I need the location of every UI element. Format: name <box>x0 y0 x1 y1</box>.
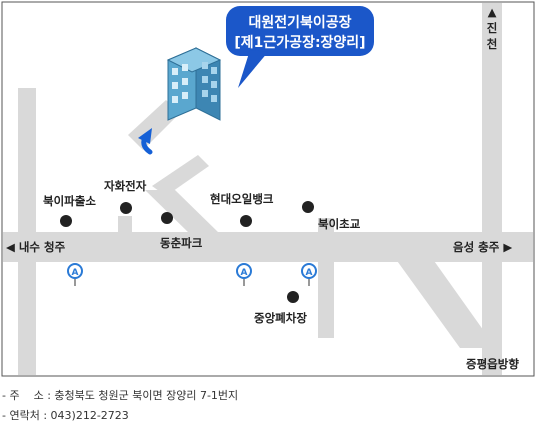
callout-tail <box>238 50 268 88</box>
direction-top-char2: 천 <box>487 37 498 51</box>
contact-info: - 주 소 : 충청북도 청원군 북이면 장양리 7-1번지 - 연락처 : 0… <box>2 386 238 426</box>
company-callout: 대원전기북이공장 [제1근가공장:장양리] <box>226 6 374 88</box>
label-jungang: 중앙폐차장 <box>254 311 307 325</box>
marker-hyundai-oil <box>240 215 252 227</box>
contact-row: - 연락처 : 043)212-2723 <box>2 409 129 422</box>
label-buki-school: 북이초교 <box>318 217 361 231</box>
company-name-line1: 대원전기북이공장 <box>248 14 351 31</box>
jahwa-road <box>118 216 132 234</box>
direction-bottom-right: 증평읍방향 <box>466 357 519 371</box>
location-map: 대원전기북이공장 [제1근가공장:장양리] 북이파출소 자화전자 동춘파 <box>1 1 535 377</box>
left-road <box>18 88 36 375</box>
landmark-markers <box>60 201 314 303</box>
label-hyundai-oil: 현대오일뱅크 <box>210 192 274 206</box>
main-road <box>3 232 533 262</box>
address-row: - 주 소 : 충청북도 청원군 북이면 장양리 7-1번지 <box>2 389 239 402</box>
marker-buki-school <box>302 201 314 213</box>
callout-bubble <box>226 6 374 56</box>
address-label: - 주 소 <box>2 389 44 402</box>
label-dongchun: 동춘파크 <box>160 236 203 250</box>
company-name-line2: [제1근가공장:장양리] <box>234 34 365 51</box>
marker-bukipachulso <box>60 215 72 227</box>
svg-text:A: A <box>306 268 313 278</box>
marker-jungang <box>287 291 299 303</box>
direction-top-char1: 진 <box>487 21 498 35</box>
bukischool-road <box>318 218 334 338</box>
label-jahwa: 자화전자 <box>104 179 147 193</box>
address-value: 충청북도 청원군 북이면 장양리 7-1번지 <box>54 389 239 402</box>
label-bukipachulso: 북이파출소 <box>43 194 96 208</box>
bus-stop-icon: A <box>301 263 317 286</box>
direction-left: ◀ 내수 청주 <box>6 240 66 254</box>
route-arrow-icon <box>138 128 153 155</box>
svg-text:A: A <box>72 268 79 278</box>
bus-stop-icon: A <box>67 263 83 286</box>
branch-road <box>152 155 209 196</box>
roads <box>3 3 533 375</box>
bus-stop-icon: A <box>236 263 252 286</box>
contact-label: - 연락처 <box>2 409 40 422</box>
building-icon <box>166 47 222 121</box>
marker-jahwa <box>120 202 132 214</box>
direction-right: 음성 충주 ▶ <box>453 240 512 254</box>
svg-text:A: A <box>241 268 248 278</box>
diagonal-road <box>145 190 220 234</box>
marker-dongchun <box>161 212 173 224</box>
direction-top-arrow: ▲ <box>488 5 497 19</box>
jincheon-road <box>482 3 502 375</box>
chungpyeong-road <box>395 258 496 348</box>
contact-value: 043)212-2723 <box>50 409 129 422</box>
